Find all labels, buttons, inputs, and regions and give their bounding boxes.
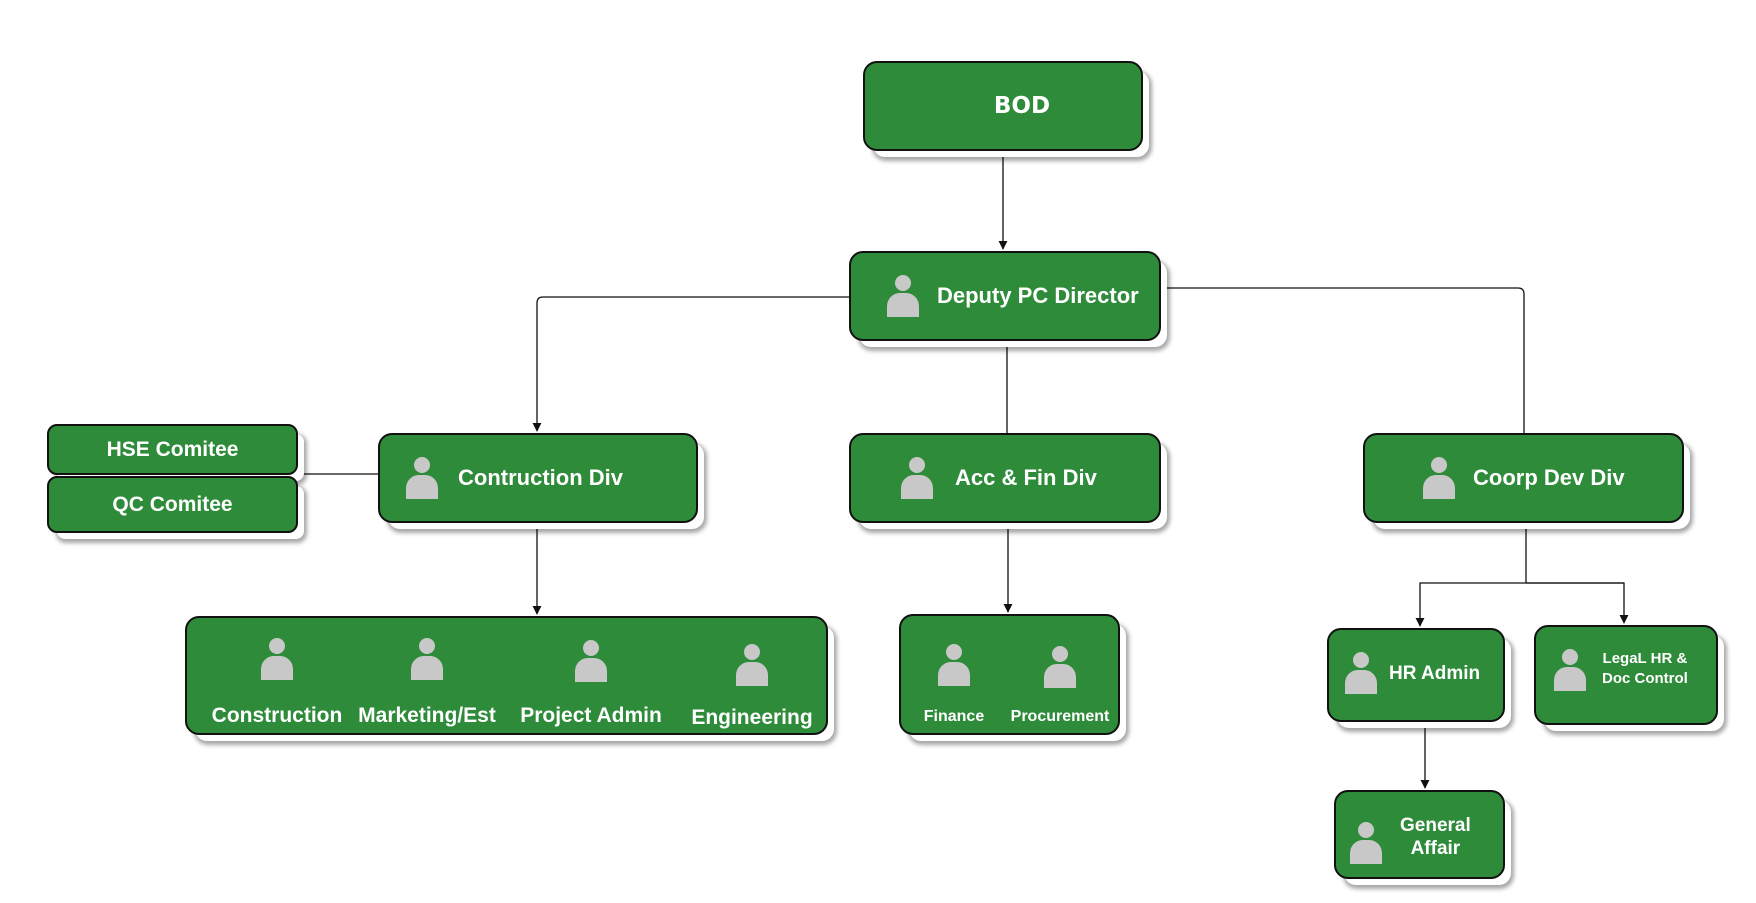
person-icon <box>1044 646 1076 688</box>
node-accfin-div[interactable]: Acc & Fin Div <box>849 433 1161 523</box>
node-general-affair-label: General Affair <box>1400 814 1471 860</box>
unit-engineering[interactable]: Engineering <box>682 644 822 730</box>
person-icon <box>261 638 293 680</box>
node-accfin-div-label: Acc & Fin Div <box>955 465 1097 490</box>
node-construction-div-label: Contruction Div <box>458 465 623 490</box>
person-icon <box>901 457 933 499</box>
unit-finance[interactable]: Finance <box>909 644 999 726</box>
unit-marketing-est[interactable]: Marketing/Est <box>357 638 497 728</box>
node-legal-hr-doc-control[interactable]: LegaL HR & Doc Control <box>1534 625 1718 725</box>
node-legal-label-line2: Doc Control <box>1602 670 1688 687</box>
unit-project-admin-label: Project Admin <box>520 704 662 727</box>
node-general-affair[interactable]: General Affair <box>1334 790 1505 879</box>
node-qc-label: QC Comitee <box>112 492 233 516</box>
node-hse-label: HSE Comitee <box>106 437 239 461</box>
person-icon <box>1554 649 1586 691</box>
edge-coorp-hr <box>1415 582 1624 627</box>
person-icon <box>406 457 438 499</box>
person-icon <box>411 638 443 680</box>
person-icon <box>736 644 768 686</box>
node-bod-label: BOD <box>993 93 1051 119</box>
node-construction-units[interactable]: Construction Marketing/Est Project Admin… <box>185 616 828 735</box>
person-icon <box>575 640 607 682</box>
node-general-label-line1: General <box>1400 815 1471 836</box>
node-general-label-line2: Affair <box>1410 838 1461 859</box>
unit-finance-label: Finance <box>923 708 985 725</box>
unit-procurement-label: Procurement <box>1010 708 1110 725</box>
edge-deputy-construction <box>532 296 849 432</box>
node-bod[interactable]: BOD <box>863 61 1143 151</box>
node-coorp-dev-div-label: Coorp Dev Div <box>1473 465 1625 490</box>
unit-construction[interactable]: Construction <box>207 638 347 728</box>
node-construction-div[interactable]: Contruction Div <box>378 433 698 523</box>
person-icon <box>1345 652 1377 694</box>
unit-procurement[interactable]: Procurement <box>1001 646 1119 726</box>
person-icon <box>1423 457 1455 499</box>
node-qc-comitee[interactable]: QC Comitee <box>47 476 298 533</box>
node-coorp-dev-div[interactable]: Coorp Dev Div <box>1363 433 1684 523</box>
edge-deputy-coorp <box>1161 287 1525 433</box>
edge-coorp-legal <box>1526 582 1629 624</box>
unit-construction-label: Construction <box>211 704 343 727</box>
node-deputy-pc-director[interactable]: Deputy PC Director <box>849 251 1161 341</box>
node-hse-comitee[interactable]: HSE Comitee <box>47 424 298 475</box>
node-hr-admin-label: HR Admin <box>1389 663 1481 684</box>
node-deputy-label: Deputy PC Director <box>937 283 1139 308</box>
person-icon <box>938 644 970 686</box>
person-icon <box>887 275 919 317</box>
node-hr-admin[interactable]: HR Admin <box>1327 628 1505 722</box>
node-legal-label-line1: LegaL HR & <box>1602 650 1688 667</box>
person-icon <box>1350 822 1382 864</box>
node-accfin-units[interactable]: Finance Procurement <box>899 614 1120 735</box>
node-legal-label: LegaL HR & Doc Control <box>1602 649 1688 689</box>
unit-marketing-label: Marketing/Est <box>358 704 496 727</box>
unit-project-admin[interactable]: Project Admin <box>516 640 666 728</box>
unit-engineering-label: Engineering <box>691 706 813 729</box>
